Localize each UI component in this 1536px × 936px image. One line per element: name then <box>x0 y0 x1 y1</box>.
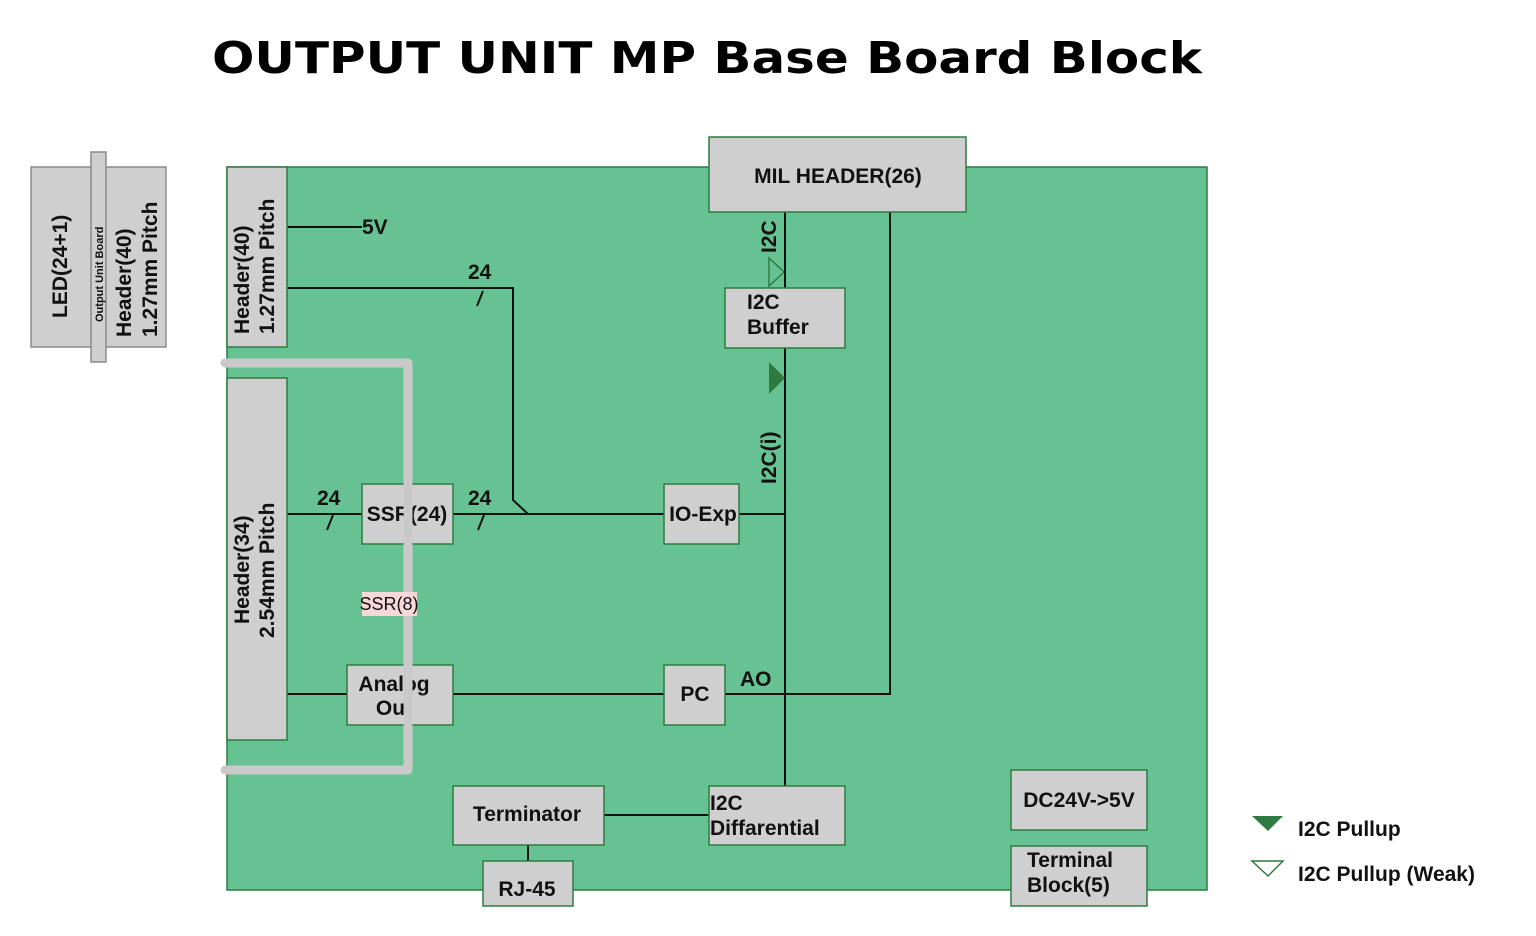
terminator-block: Terminator <box>452 785 605 846</box>
ext-header-label-1: Header(40) <box>113 228 136 337</box>
bus-slash-left <box>326 514 334 531</box>
analog-out-block: Analog Out <box>346 664 454 726</box>
legend-pullup-icon <box>1252 816 1283 831</box>
label-5v: 5V <box>362 216 388 239</box>
label-bus-24-top: 24 <box>468 261 492 284</box>
analog-out-label-1: Analog <box>358 673 429 696</box>
mil-header-label: MIL HEADER(26) <box>754 165 922 188</box>
wire-ao <box>725 212 891 695</box>
bus-slash-mid <box>477 514 485 531</box>
header40-label-2: 1.27mm Pitch <box>256 199 279 334</box>
terminal-label-2: Block(5) <box>1027 874 1110 897</box>
i2c-buffer-label-2: Buffer <box>747 316 809 339</box>
label-bus-24-left: 24 <box>317 487 341 510</box>
header40-label-1: Header(40) <box>231 225 254 334</box>
rj45-label: RJ-45 <box>498 878 556 901</box>
i2c-pullup-icon <box>769 362 785 394</box>
io-exp-label: IO-Exp <box>669 503 737 526</box>
i2c-buffer-block: I2C Buffer <box>724 287 846 349</box>
legend: I2C Pullup I2C Pullup (Weak) <box>1250 816 1475 886</box>
wires <box>287 212 891 861</box>
dcdc-block: DC24V->5V <box>1010 769 1148 831</box>
i2c-differential-block: I2C Diffarential <box>708 785 846 846</box>
output-unit-board-label: Output Unit Board <box>94 227 106 322</box>
led-label: LED(24+1) <box>49 215 72 318</box>
ssr8-bus <box>220 358 413 775</box>
mil-header-block: MIL HEADER(26) <box>708 136 967 213</box>
label-ao: AO <box>740 668 772 691</box>
label-i2c: I2C <box>758 220 781 253</box>
legend-pullup-weak-icon <box>1250 860 1285 878</box>
label-bus-24-mid: 24 <box>468 487 492 510</box>
bus-slash-top <box>476 290 484 307</box>
i2c-buffer-label-1: I2C <box>747 291 780 314</box>
header34-label-2: 2.54mm Pitch <box>256 503 279 638</box>
legend-pullup-weak-label: I2C Pullup (Weak) <box>1298 863 1475 886</box>
terminator-label: Terminator <box>473 803 581 826</box>
bus-markers <box>326 290 485 531</box>
header34-label-1: Header(34) <box>231 515 254 624</box>
analog-out-label-2: Out <box>376 697 412 720</box>
i2c-pullup-weak-icon <box>768 256 786 288</box>
header40-block: Header(40) 1.27mm Pitch <box>226 166 288 348</box>
diagram-title: OUTPUT UNIT MP Base Board Block <box>212 33 1204 84</box>
ssr8-note: SSR(8) <box>359 592 419 616</box>
legend-pullup-label: I2C Pullup <box>1298 818 1401 841</box>
rj45-block: RJ-45 <box>482 860 574 907</box>
i2c-diff-label-1: I2C <box>710 792 743 815</box>
external-led-board: LED(24+1) Output Unit Board Header(40) 1… <box>30 151 167 363</box>
ssr8-note-label: SSR(8) <box>359 594 418 614</box>
ext-header-label-2: 1.27mm Pitch <box>139 202 162 337</box>
terminal-label-1: Terminal <box>1027 849 1113 872</box>
i2c-diff-label-2: Diffarential <box>710 817 820 840</box>
header34-block: Header(34) 2.54mm Pitch <box>226 377 288 741</box>
terminal-block: Terminal Block(5) <box>1010 845 1148 907</box>
pc-label: PC <box>680 683 709 706</box>
output-unit-board-strip <box>90 151 107 363</box>
dcdc-label: DC24V->5V <box>1023 789 1134 812</box>
pc-block: PC <box>663 664 726 726</box>
label-i2c-internal: I2C(i) <box>758 432 781 485</box>
io-exp-block: IO-Exp <box>663 483 740 545</box>
